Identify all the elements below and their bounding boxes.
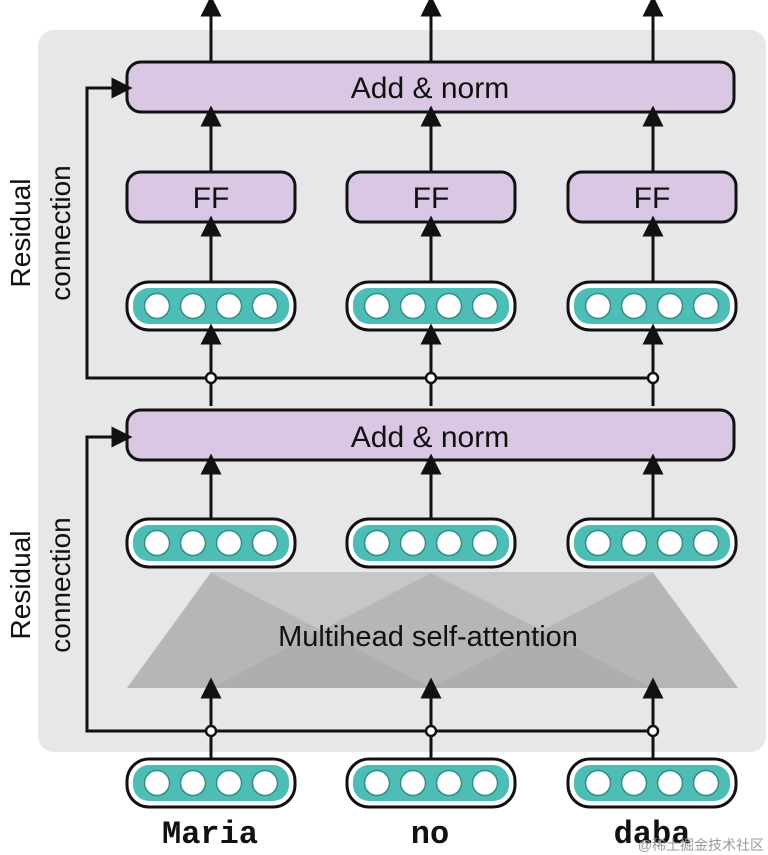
vector-input-2 [345, 757, 517, 809]
vector-top-2 [345, 280, 517, 332]
add-norm-box-top: Add & norm [125, 60, 736, 114]
multihead-attention-block: Multihead self-attention [127, 572, 738, 688]
add-norm-label-bottom: Add & norm [351, 421, 509, 454]
vector-dot [435, 769, 463, 797]
vector-dot [399, 529, 427, 557]
add-norm-box-bottom: Add & norm [125, 408, 736, 462]
ff-box-1: FF [125, 170, 297, 224]
residual-text-top: Residual connection [5, 165, 76, 300]
vector-dot [143, 292, 171, 320]
vector-dot [143, 769, 171, 797]
attention-label: Multihead self-attention [278, 621, 578, 653]
vector-dot [656, 769, 684, 797]
residual-connection-bottom [85, 426, 660, 738]
residual-text-bottom: Residual connection [5, 517, 76, 652]
ff-label-1: FF [193, 182, 230, 215]
vector-row-top [125, 280, 738, 332]
input-to-attention-arrows [200, 677, 664, 758]
vector-dot [656, 529, 684, 557]
vector-row-middle [125, 517, 738, 569]
residual-label-top-line1: Residual [5, 179, 36, 288]
residual-label-bottom-line2: connection [45, 517, 76, 652]
vector-dot [179, 769, 207, 797]
ff-label-2: FF [413, 182, 450, 215]
token-labels: Maria no daba [162, 816, 690, 853]
vector-top-1 [125, 280, 297, 332]
vector-middle-1 [125, 517, 297, 569]
vector-dot [692, 529, 720, 557]
token-label-2: no [411, 816, 449, 853]
vector-to-ff-arrows [200, 215, 664, 281]
addnorm-to-vector-arrows [200, 323, 664, 406]
token-label-1: Maria [162, 816, 258, 853]
ff-box-3: FF [566, 170, 738, 224]
vector-dot [399, 292, 427, 320]
vector-dot [399, 769, 427, 797]
vector-row-input [125, 757, 738, 809]
vector-dot [179, 292, 207, 320]
ff-box-2: FF [345, 170, 517, 224]
vector-dot [215, 769, 243, 797]
vector-dot [251, 529, 279, 557]
vector-dot [143, 529, 171, 557]
vector-dot [620, 529, 648, 557]
vector-to-addnorm-arrows [200, 453, 664, 518]
vector-dot [215, 292, 243, 320]
watermark-text: @稀土掘金技术社区 [638, 837, 764, 853]
vector-dot [656, 292, 684, 320]
vector-dot [584, 292, 612, 320]
vector-dot [363, 529, 391, 557]
vector-dot [471, 529, 499, 557]
vector-input-3 [566, 757, 738, 809]
ff-label-3: FF [634, 182, 671, 215]
vector-dot [584, 769, 612, 797]
residual-connection-top [85, 77, 660, 385]
vector-dot [692, 292, 720, 320]
vector-middle-2 [345, 517, 517, 569]
vector-dot [435, 529, 463, 557]
token-label-3: daba [614, 816, 691, 853]
output-arrows [200, 0, 664, 64]
add-norm-label-top: Add & norm [351, 72, 509, 105]
vector-dot [471, 769, 499, 797]
vector-dot [471, 292, 499, 320]
residual-label-bottom-line1: Residual [5, 531, 36, 640]
vector-dot [620, 292, 648, 320]
vector-top-3 [566, 280, 738, 332]
vector-dot [435, 292, 463, 320]
vector-dot [584, 529, 612, 557]
ff-to-addnorm-arrows [200, 105, 664, 172]
residual-label-top-line2: connection [45, 165, 76, 300]
vector-middle-3 [566, 517, 738, 569]
vector-dot [251, 769, 279, 797]
vector-dot [363, 769, 391, 797]
vector-dot [692, 769, 720, 797]
vector-dot [179, 529, 207, 557]
vector-dot [620, 769, 648, 797]
vector-dot [251, 292, 279, 320]
vector-dot [215, 529, 243, 557]
vector-input-1 [125, 757, 297, 809]
vector-dot [363, 292, 391, 320]
